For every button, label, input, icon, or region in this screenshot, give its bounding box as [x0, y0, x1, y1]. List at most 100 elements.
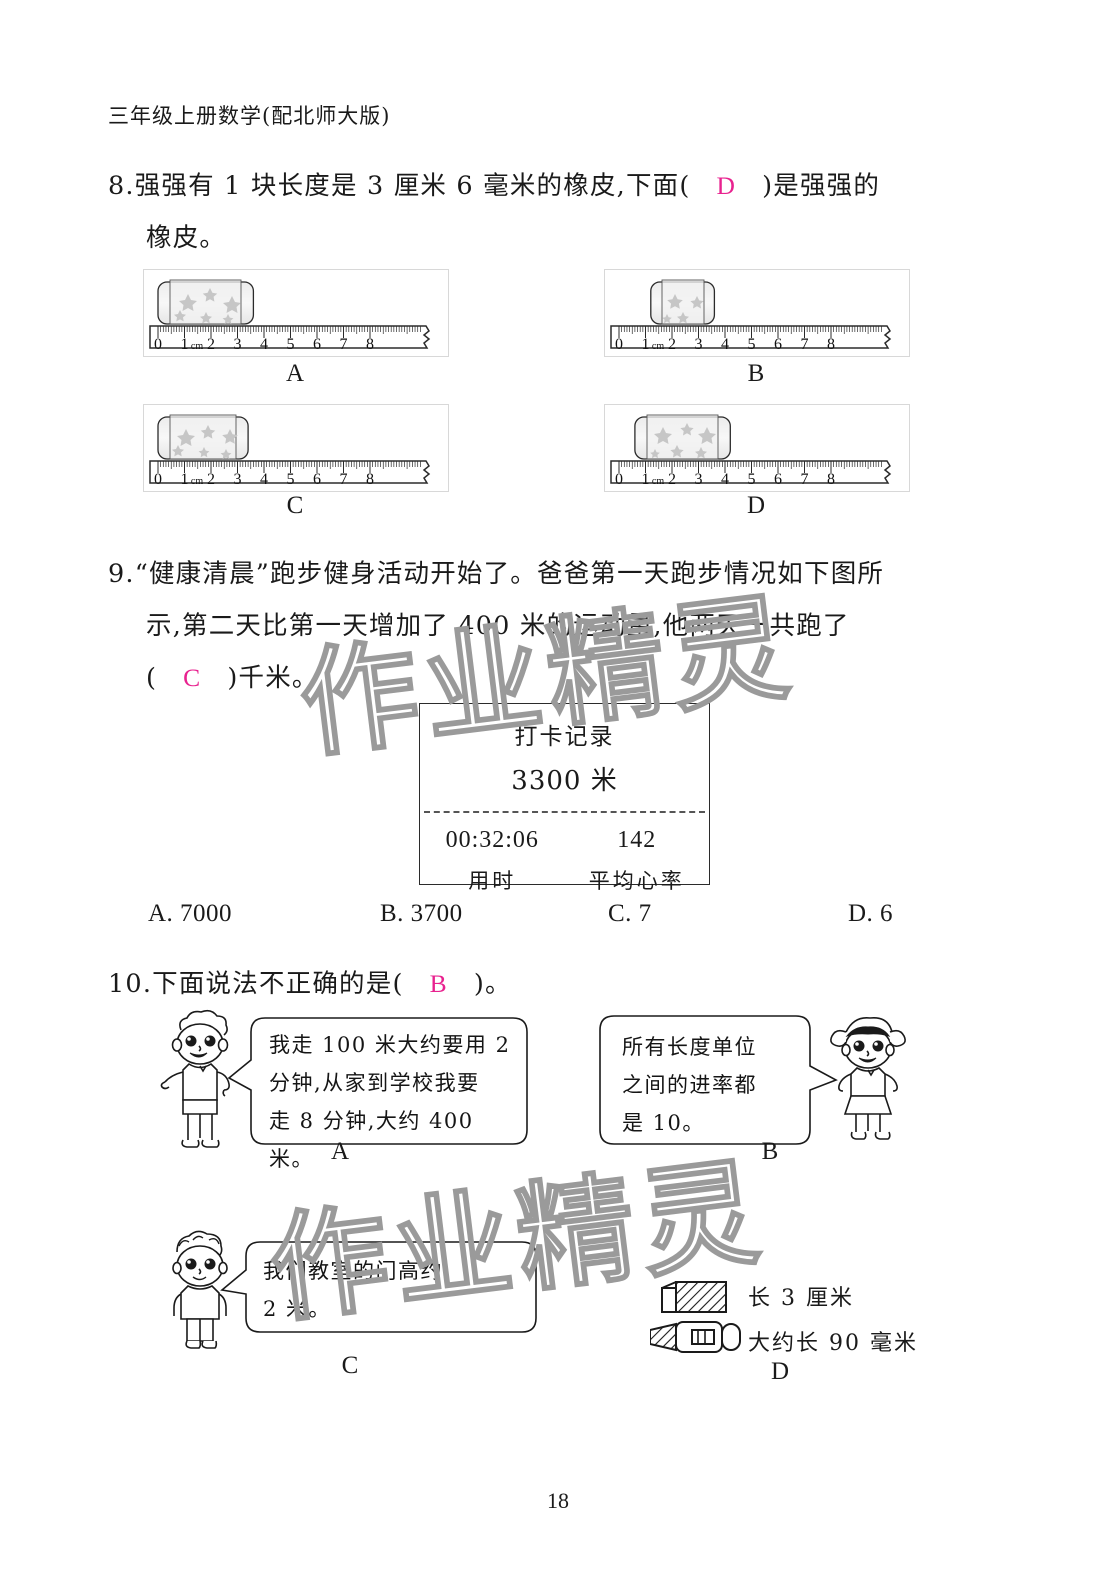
- option-a-statement[interactable]: 我走 100 米大约要用 2 分钟,从家到学校我要 走 8 分钟,大约 400 …: [155, 1008, 535, 1171]
- question-10-paren-close: )。: [473, 969, 512, 999]
- svg-text:0: 0: [615, 471, 623, 488]
- svg-text:4: 4: [260, 471, 268, 488]
- girl-pigtails-with-bubble: [599, 1015, 906, 1145]
- boy-standing-with-bubble: [172, 1230, 537, 1349]
- svg-text:0: 0: [154, 336, 162, 353]
- pencil-icon: [649, 1321, 741, 1353]
- card-distance: 3300 米: [511, 766, 618, 796]
- option-a-bubble-line2: 分钟,从家到学校我要: [269, 1071, 480, 1095]
- card-stat-heartrate: 142 平均心率: [565, 827, 710, 895]
- question-8-answer: D: [716, 171, 737, 200]
- card-stats: 00:32:06 用时 142 平均心率: [420, 827, 709, 895]
- svg-text:4: 4: [721, 471, 729, 488]
- boy-pointing-with-bubble: [160, 1009, 528, 1148]
- svg-text:3: 3: [234, 471, 242, 488]
- option-c-statement-label: C: [341, 1352, 359, 1379]
- svg-text:2: 2: [668, 471, 676, 488]
- question-9-answer: C: [183, 663, 202, 692]
- option-b-statement-label: B: [761, 1138, 779, 1165]
- stationery-icons: [649, 1281, 741, 1353]
- option-b-bubble-line3: 是 10。: [622, 1111, 705, 1135]
- question-8-line2: 橡皮。: [146, 223, 227, 253]
- svg-text:0: 0: [154, 471, 162, 488]
- svg-text:8: 8: [827, 336, 835, 353]
- question-9-choices: A. 7000 B. 3700 C. 7 D. 6: [148, 900, 1008, 928]
- svg-text:7: 7: [801, 336, 809, 353]
- svg-text:1: 1: [642, 471, 650, 488]
- svg-text:cm: cm: [652, 476, 664, 487]
- option-b-bubble-text: 所有长度单位 之间的进率都 是 10。: [622, 1028, 802, 1142]
- option-d-label: D: [746, 492, 766, 519]
- option-a-bubble-line3: 走 8 分钟,大约 400 米。: [269, 1109, 474, 1171]
- card-stat-time: 00:32:06 用时: [420, 827, 565, 895]
- option-a-statement-label: A: [330, 1138, 350, 1165]
- svg-text:cm: cm: [652, 341, 664, 352]
- question-9-choice-b[interactable]: B. 3700: [380, 900, 463, 927]
- question-10-text: 下面说法不正确的是(: [152, 969, 404, 999]
- question-8-text-b: )是强强的: [762, 171, 881, 201]
- card-divider: [424, 811, 705, 813]
- page-header: 三年级上册数学(配北师大版): [108, 104, 391, 128]
- svg-text:5: 5: [748, 336, 756, 353]
- question-9-paren-close: )千米。: [227, 663, 319, 693]
- svg-text:7: 7: [340, 336, 348, 353]
- svg-text:8: 8: [366, 336, 374, 353]
- question-9-text-1: “健康清晨”跑步健身活动开始了。爸爸第一天跑步情况如下图所: [134, 559, 885, 589]
- svg-text:0: 0: [615, 336, 623, 353]
- svg-text:7: 7: [801, 471, 809, 488]
- svg-text:4: 4: [260, 336, 268, 353]
- svg-text:6: 6: [313, 336, 321, 353]
- question-9-choice-a[interactable]: A. 7000: [148, 900, 233, 927]
- svg-text:8: 8: [827, 471, 835, 488]
- svg-text:6: 6: [774, 471, 782, 488]
- option-b-statement[interactable]: 所有长度单位 之间的进率都 是 10。: [598, 1008, 908, 1158]
- question-9-paren-open: (: [146, 663, 158, 693]
- svg-text:8: 8: [366, 471, 374, 488]
- option-a-bubble-line1: 我走 100 米大约要用 2: [269, 1033, 511, 1057]
- running-record-card: 打卡记录 3300 米 00:32:06 用时 142 平均心率: [419, 703, 710, 893]
- svg-text:1: 1: [181, 471, 189, 488]
- svg-text:3: 3: [695, 336, 703, 353]
- question-9-line3: ( C )千米。: [146, 652, 319, 704]
- option-c-bubble-line1: 我们教室的门高约: [263, 1259, 443, 1283]
- option-c-statement[interactable]: 我们教室的门高约 2 米。: [155, 1228, 555, 1358]
- option-b-bubble-line1: 所有长度单位: [622, 1035, 757, 1059]
- option-a-bubble-text: 我走 100 米大约要用 2 分钟,从家到学校我要 走 8 分钟,大约 400 …: [269, 1026, 519, 1178]
- question-10-answer: B: [429, 969, 448, 998]
- svg-text:5: 5: [748, 471, 756, 488]
- svg-text:7: 7: [340, 471, 348, 488]
- question-8-number: 8.: [108, 171, 135, 201]
- question-9-choice-d[interactable]: D. 6: [848, 900, 894, 927]
- option-c-bubble-text: 我们教室的门高约 2 米。: [263, 1252, 523, 1328]
- svg-text:5: 5: [287, 336, 295, 353]
- question-10-line1: 10.下面说法不正确的是(B)。: [108, 958, 512, 1010]
- svg-text:6: 6: [313, 471, 321, 488]
- card-title: 打卡记录: [514, 724, 615, 750]
- svg-text:1: 1: [181, 336, 189, 353]
- option-c-bubble-line2: 2 米。: [263, 1297, 332, 1321]
- svg-text:2: 2: [207, 336, 215, 353]
- svg-text:2: 2: [207, 471, 215, 488]
- svg-text:4: 4: [721, 336, 729, 353]
- question-9-choice-c[interactable]: C. 7: [608, 900, 652, 927]
- option-d-statement[interactable]: 长 3 厘米 大约长 90 毫米: [649, 1270, 920, 1370]
- svg-text:5: 5: [287, 471, 295, 488]
- svg-text:2: 2: [668, 336, 676, 353]
- card-heartrate-label: 平均心率: [588, 869, 685, 893]
- page-number: 18: [547, 1488, 569, 1513]
- question-8-line1: 8.强强有 1 块长度是 3 厘米 6 毫米的橡皮,下面( D )是强强的: [108, 160, 880, 212]
- option-d-eraser-label: 长 3 厘米: [748, 1286, 854, 1311]
- question-8-text-a: 强强有 1 块长度是 3 厘米 6 毫米的橡皮,下面(: [134, 171, 691, 201]
- option-d-pencil-label: 大约长 90 毫米: [748, 1331, 918, 1356]
- option-b-bubble-line2: 之间的进率都: [622, 1073, 757, 1097]
- question-9-line2: 示,第二天比第一天增加了 400 米的运动量,他两天一共跑了: [146, 611, 850, 641]
